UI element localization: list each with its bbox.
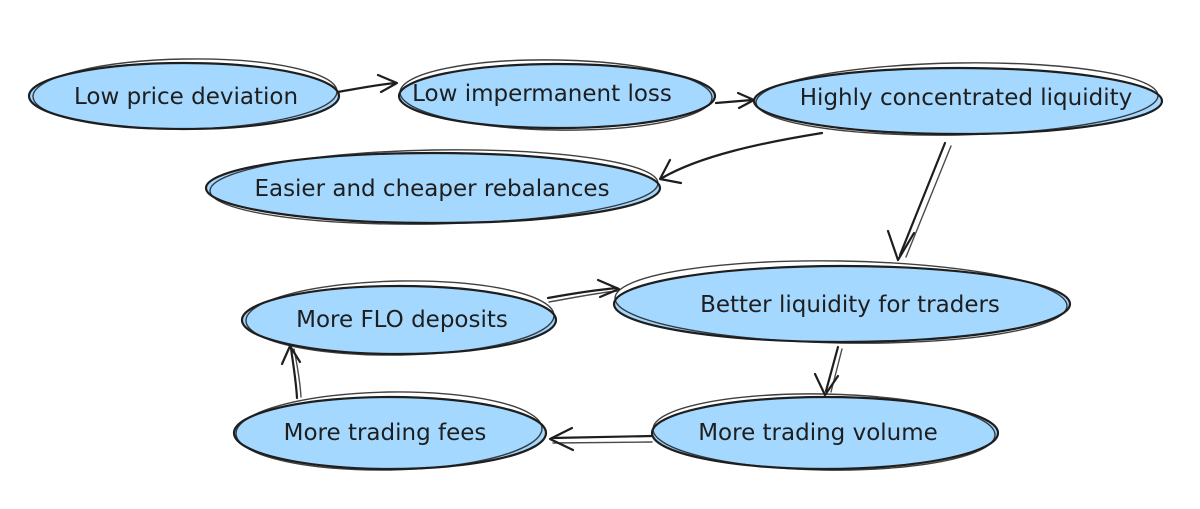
node-highly-concentrated-liquidity[interactable]: Highly concentrated liquidity	[752, 59, 1164, 138]
edge-more-trading-fees-to-more-flo-deposits	[280, 344, 302, 400]
node-label: Low impermanent loss	[412, 81, 672, 107]
node-label: Easier and cheaper rebalances	[254, 176, 609, 202]
node-low-impermanent-loss[interactable]: Low impermanent loss	[397, 57, 717, 132]
node-label: Low price deviation	[74, 84, 298, 110]
edge-low-price-deviation-to-low-impermanent-loss	[336, 73, 399, 94]
edge-low-impermanent-loss-to-highly-concentrated-liquidity	[714, 91, 756, 110]
node-better-liquidity-for-traders[interactable]: Better liquidity for traders	[612, 257, 1072, 347]
node-label: Highly concentrated liquidity	[800, 85, 1132, 111]
node-label: More FLO deposits	[296, 307, 508, 333]
node-low-price-deviation[interactable]: Low price deviation	[27, 56, 341, 131]
edge-more-trading-volume-to-more-trading-fees	[548, 426, 654, 452]
node-easier-cheaper-rebalances[interactable]: Easier and cheaper rebalances	[204, 146, 662, 228]
node-label: More trading volume	[698, 420, 938, 446]
edge-better-liquidity-to-more-trading-volume	[813, 345, 843, 397]
node-more-trading-fees[interactable]: More trading fees	[232, 389, 548, 472]
edge-highly-concentrated-liquidity-to-easier-cheaper-rebalances	[658, 131, 824, 185]
node-more-flo-deposits[interactable]: More FLO deposits	[240, 278, 558, 357]
node-more-trading-volume[interactable]: More trading volume	[650, 391, 1000, 473]
node-label: More trading fees	[284, 420, 487, 446]
edge-highly-concentrated-liquidity-to-better-liquidity	[886, 141, 952, 262]
node-label: Better liquidity for traders	[700, 292, 1000, 318]
edge-more-flo-deposits-to-better-liquidity	[546, 278, 621, 303]
diagram-nodes: Low price deviation Low impermanent loss…	[27, 56, 1164, 473]
